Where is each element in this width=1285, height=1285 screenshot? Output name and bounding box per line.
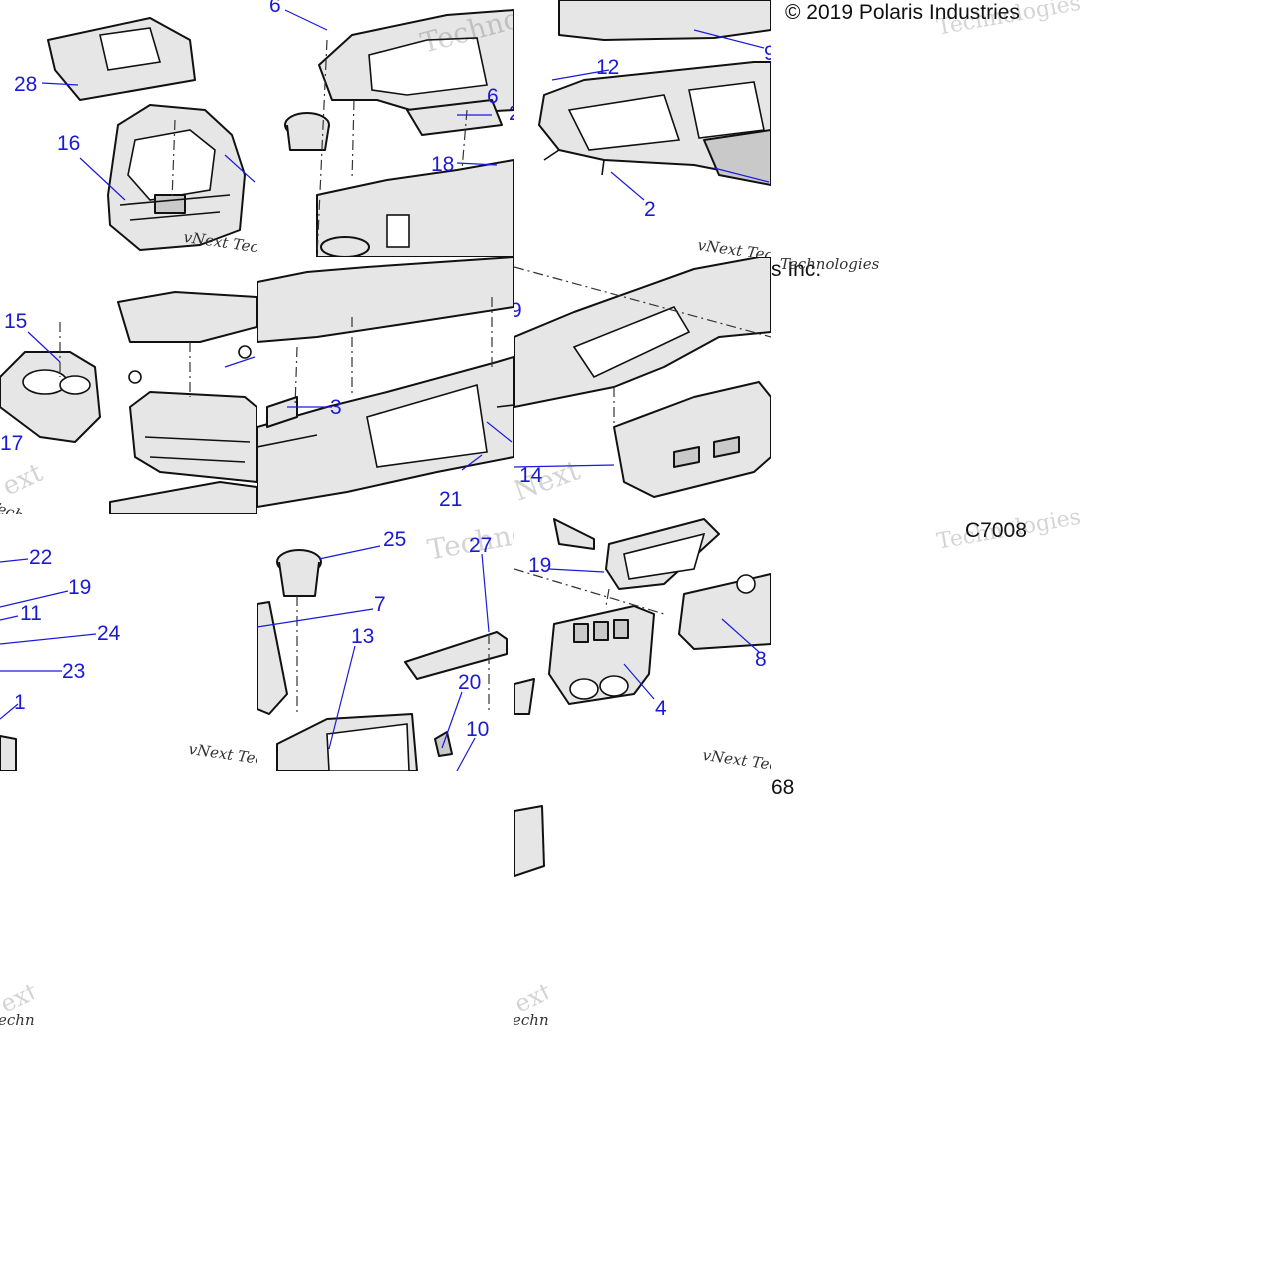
tile-middle-right: 9 14 vNext [514,257,771,514]
tile-top-left: 28 16 vNext Technologies [0,0,257,257]
watermark-copyright-tail: Technologies [780,255,880,273]
switch-panel-drawing [514,518,771,715]
callout-26: 26 [256,359,257,380]
callout-3: 3 [330,396,342,419]
drawing-code-tail: 68 [771,776,795,799]
copyright-tail: s Inc. [771,258,822,281]
tile-bottom-right: 19 8 4 vNext Technologies [514,514,771,771]
callout-17: 17 [0,432,24,455]
callout-6-right: 6 [487,85,499,108]
callout-12: 12 [596,56,620,79]
copyright-text: © 2019 Polaris Industries [785,2,1020,23]
lower-console-drawing [257,545,508,771]
callout-2-clipped: 2 [509,103,514,124]
callout-15: 15 [4,310,28,333]
callout-2: 2 [644,198,656,221]
callout-16: 16 [57,132,81,155]
watermark-sub-lower-left: echno [0,1011,34,1028]
tile-lower-right: ext echno [514,771,548,1028]
bezel-parts-drawing [41,17,256,251]
callout-20: 20 [458,671,482,694]
glovebox-panel-drawing [538,0,771,201]
callout-7: 7 [374,593,386,616]
tile-center: 3 5 21 [257,257,514,514]
callout-14: 14 [519,464,543,487]
callout-1: 1 [14,691,26,714]
callout-9: 9 [514,299,522,322]
callout-6-top: 6 [269,0,281,17]
tile-lower-left: ext echno [0,771,34,1028]
tile-middle-left: 15 26 17 ext Technologies [0,257,257,514]
callout-27: 27 [469,534,493,557]
watermark-code-area: Technologies [935,504,1083,555]
drawing-code: C7008 [965,519,1027,542]
callout-21: 21 [439,488,463,511]
tile-bottom-center: 25 27 7 13 20 10 Technologies [257,514,514,771]
tile-top-middle: 6 6 2 18 Technologies [257,0,514,257]
upper-frame-drawing [514,257,771,498]
callout-13: 13 [351,625,375,648]
watermark-sub-lower-right: echno [514,1011,548,1028]
callout-25: 25 [383,528,407,551]
tile-top-right: 12 9 2 vNext Technologies [514,0,771,257]
left-leaders-drawing [0,558,97,771]
callout-8: 8 [755,648,767,671]
dash-upper-drawing [284,9,514,257]
cupholder-console-drawing [0,291,257,514]
callout-19-left: 19 [68,576,92,599]
callout-24: 24 [97,622,121,645]
callout-22: 22 [29,546,53,569]
lower-part-fragment [514,805,545,877]
callout-10: 10 [466,718,490,741]
callout-19: 19 [528,554,552,577]
main-dash-frame-drawing [257,257,514,508]
callout-28: 28 [14,73,38,96]
callout-11: 11 [20,602,42,625]
callout-9-top: 9 [764,42,771,65]
tile-bottom-left: 22 19 11 24 23 1 vNext Technologies [0,514,257,771]
callout-18: 18 [431,153,455,176]
callout-23: 23 [62,660,86,683]
callout-4: 4 [655,697,667,720]
